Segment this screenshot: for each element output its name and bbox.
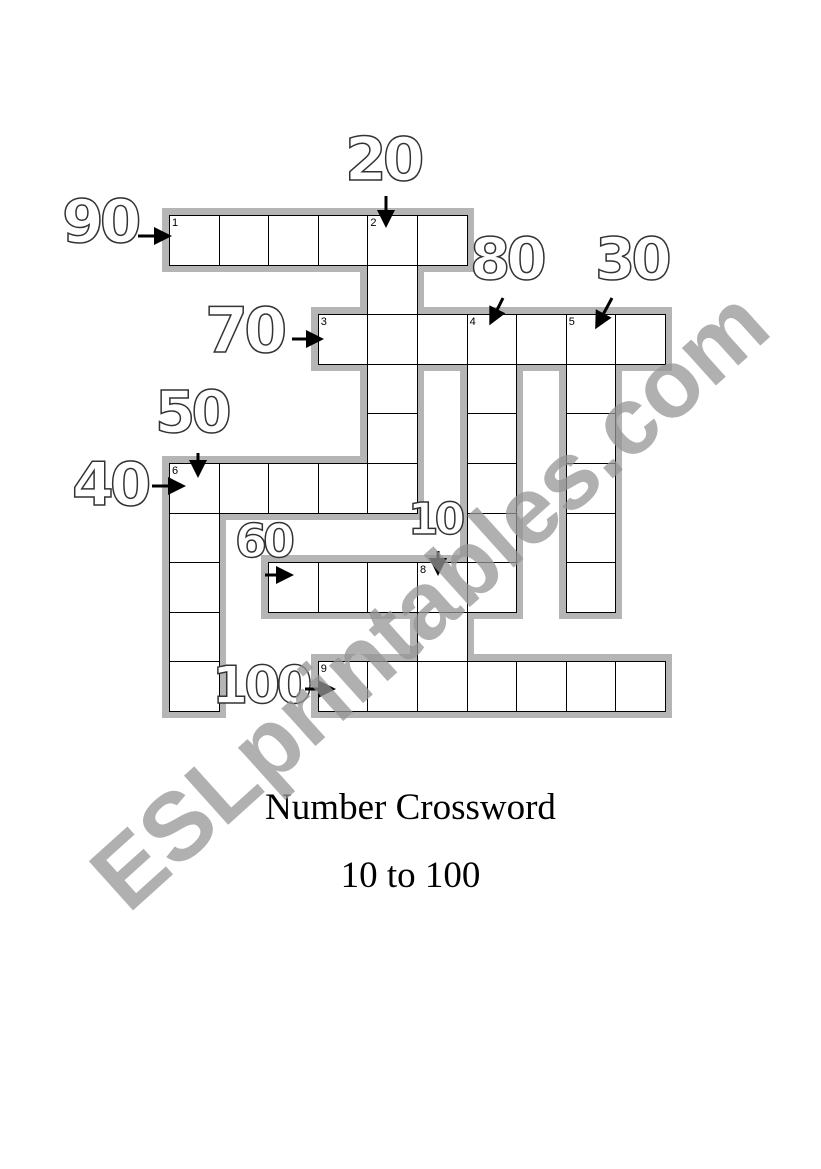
crossword-cell[interactable]: 3 xyxy=(317,314,369,365)
number-character-100: 100 xyxy=(211,656,313,716)
crossword-cell[interactable] xyxy=(169,562,220,613)
crossword-cell[interactable] xyxy=(417,611,468,663)
crossword-cell[interactable] xyxy=(466,512,518,564)
crossword-cell[interactable] xyxy=(565,363,617,415)
crossword-cell[interactable] xyxy=(565,512,617,564)
number-character-70: 70 xyxy=(204,294,288,367)
number-character-40: 40 xyxy=(71,450,152,520)
clue-number: 1 xyxy=(172,217,179,229)
clue-number: 2 xyxy=(370,217,377,229)
crossword-cell[interactable] xyxy=(466,363,518,415)
number-character-50: 50 xyxy=(154,378,232,446)
clue-number: 3 xyxy=(320,316,327,329)
crossword-cell[interactable] xyxy=(565,413,617,464)
arrow-icon xyxy=(489,297,506,326)
crossword-cell[interactable] xyxy=(367,264,418,316)
crossword-cell[interactable] xyxy=(367,463,418,514)
crossword-cell[interactable] xyxy=(218,215,270,266)
clue-number: 5 xyxy=(568,316,575,329)
crossword-cell[interactable] xyxy=(516,661,567,712)
crossword-cell[interactable] xyxy=(615,314,666,365)
number-character-90: 90 xyxy=(61,187,142,257)
crossword-cell[interactable] xyxy=(466,562,518,613)
crossword-cell[interactable] xyxy=(169,661,220,712)
crossword-cell[interactable] xyxy=(169,512,220,564)
number-character-20: 20 xyxy=(344,125,425,195)
crossword-cell[interactable] xyxy=(417,661,468,712)
crossword-cell[interactable] xyxy=(268,215,319,266)
crossword-cell[interactable] xyxy=(466,463,518,514)
clue-number: 9 xyxy=(320,663,327,676)
worksheet-title: Number Crossword xyxy=(265,787,556,828)
number-character-80: 80 xyxy=(469,225,547,293)
crossword-cell[interactable] xyxy=(317,463,369,514)
crossword-cell[interactable] xyxy=(565,562,617,613)
crossword-cell[interactable] xyxy=(417,215,468,266)
number-character-60: 60 xyxy=(234,514,296,568)
crossword-cell[interactable] xyxy=(516,314,567,365)
clue-number: 8 xyxy=(420,564,427,577)
clue-number: 6 xyxy=(172,465,179,477)
crossword-cell[interactable] xyxy=(367,661,418,712)
crossword-cell[interactable] xyxy=(615,661,666,712)
arrow-icon xyxy=(595,297,614,330)
crossword-cell[interactable] xyxy=(218,463,270,514)
crossword-cell[interactable] xyxy=(317,215,369,266)
number-character-10: 10 xyxy=(407,494,466,545)
worksheet-subtitle: 10 to 100 xyxy=(340,855,481,896)
clue-number: 4 xyxy=(469,316,476,329)
crossword-cell[interactable] xyxy=(565,661,617,712)
number-character-30: 30 xyxy=(594,225,672,293)
